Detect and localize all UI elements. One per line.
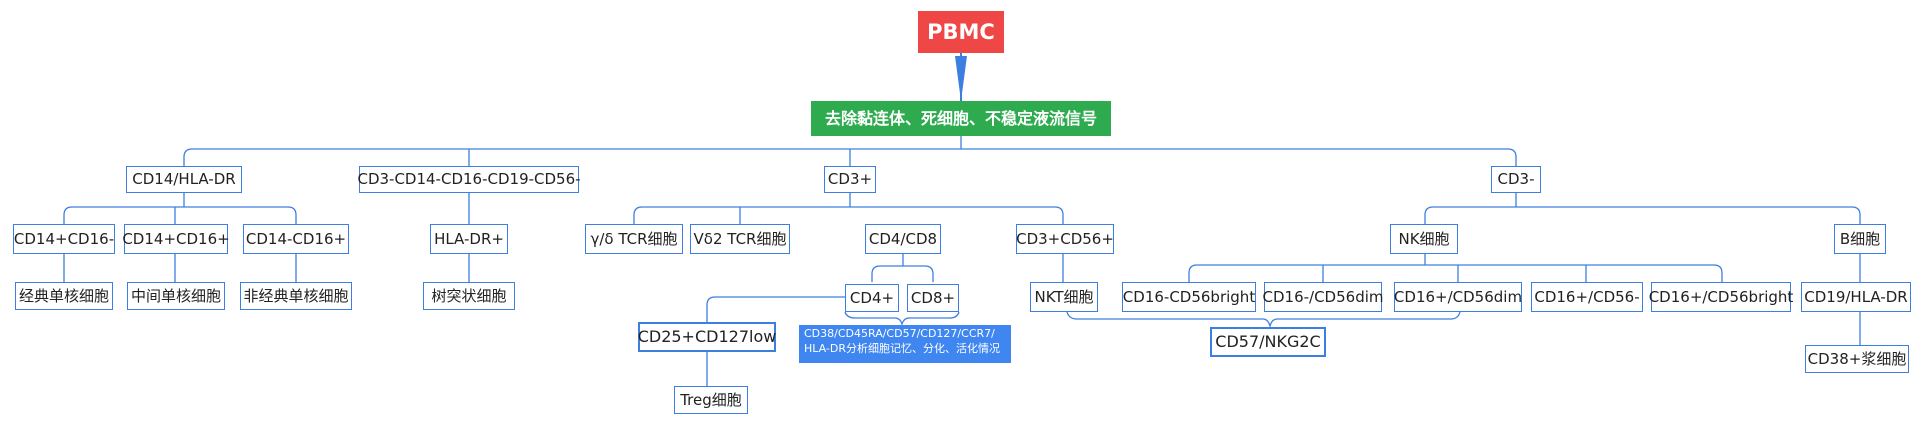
node-cd38-plasma-cells[interactable]: CD38+浆细胞 bbox=[1805, 345, 1909, 373]
root-node-pbmc[interactable]: PBMC bbox=[918, 11, 1004, 53]
node-cd16pos-cd56dim[interactable]: CD16+/CD56dim bbox=[1394, 282, 1522, 312]
node-cd25pos-cd127low[interactable]: CD25+CD127low bbox=[638, 322, 776, 352]
note-line-2: HLA-DR分析细胞记忆、分化、活化情况 bbox=[804, 341, 1001, 355]
node-cd14neg-cd16pos[interactable]: CD14-CD16+ bbox=[243, 224, 349, 254]
node-cd16neg-cd56bright[interactable]: CD16-CD56bright bbox=[1122, 282, 1256, 312]
note-line-1: CD38/CD45RA/CD57/CD127/CCR7/ bbox=[804, 327, 995, 340]
node-cd4-cd8[interactable]: CD4/CD8 bbox=[865, 224, 941, 254]
node-cd57-nkg2c[interactable]: CD57/NKG2C bbox=[1210, 327, 1326, 357]
node-cd14pos-cd16neg[interactable]: CD14+CD16- bbox=[13, 224, 115, 254]
node-nkt-cells[interactable]: NKT细胞 bbox=[1030, 282, 1098, 312]
node-classical-monocyte[interactable]: 经典单核细胞 bbox=[15, 282, 113, 310]
node-cd4-positive[interactable]: CD4+ bbox=[845, 284, 899, 312]
node-intermediate-monocyte[interactable]: 中间单核细胞 bbox=[127, 282, 225, 310]
node-gamma-delta-tcr[interactable]: γ/δ TCR细胞 bbox=[585, 224, 683, 254]
note-cd4-cd8-analysis[interactable]: CD38/CD45RA/CD57/CD127/CCR7/ HLA-DR分析细胞记… bbox=[799, 325, 1011, 363]
node-cd19-hladr[interactable]: CD19/HLA-DR bbox=[1801, 282, 1911, 312]
node-cd16pos-cd56neg[interactable]: CD16+/CD56- bbox=[1531, 282, 1643, 312]
node-cd8-positive[interactable]: CD8+ bbox=[907, 284, 959, 312]
node-cd16pos-cd56bright[interactable]: CD16+/CD56bright bbox=[1649, 282, 1793, 312]
node-cd3-lineage-negative[interactable]: CD3-CD14-CD16-CD19-CD56- bbox=[357, 166, 581, 193]
node-nonclassical-monocyte[interactable]: 非经典单核细胞 bbox=[240, 282, 352, 310]
node-cd16neg-cd56dim[interactable]: CD16-/CD56dim bbox=[1263, 282, 1384, 312]
node-b-cells[interactable]: B细胞 bbox=[1834, 224, 1886, 254]
gating-step-node[interactable]: 去除黏连体、死细胞、不稳定液流信号 bbox=[811, 101, 1111, 136]
node-cd3-negative[interactable]: CD3- bbox=[1491, 166, 1541, 193]
node-hladr-positive[interactable]: HLA-DR+ bbox=[430, 224, 508, 254]
node-nk-cells[interactable]: NK细胞 bbox=[1390, 224, 1458, 254]
node-dendritic-cells[interactable]: 树突状细胞 bbox=[423, 282, 515, 310]
node-treg-cells[interactable]: Treg细胞 bbox=[674, 386, 748, 414]
node-vdelta2-tcr[interactable]: Vδ2 TCR细胞 bbox=[690, 224, 790, 254]
node-cd14-hladr[interactable]: CD14/HLA-DR bbox=[126, 166, 242, 193]
node-cd3-positive[interactable]: CD3+ bbox=[824, 166, 876, 193]
node-cd3pos-cd56pos[interactable]: CD3+CD56+ bbox=[1016, 224, 1114, 254]
node-cd14pos-cd16pos[interactable]: CD14+CD16+ bbox=[122, 224, 230, 254]
